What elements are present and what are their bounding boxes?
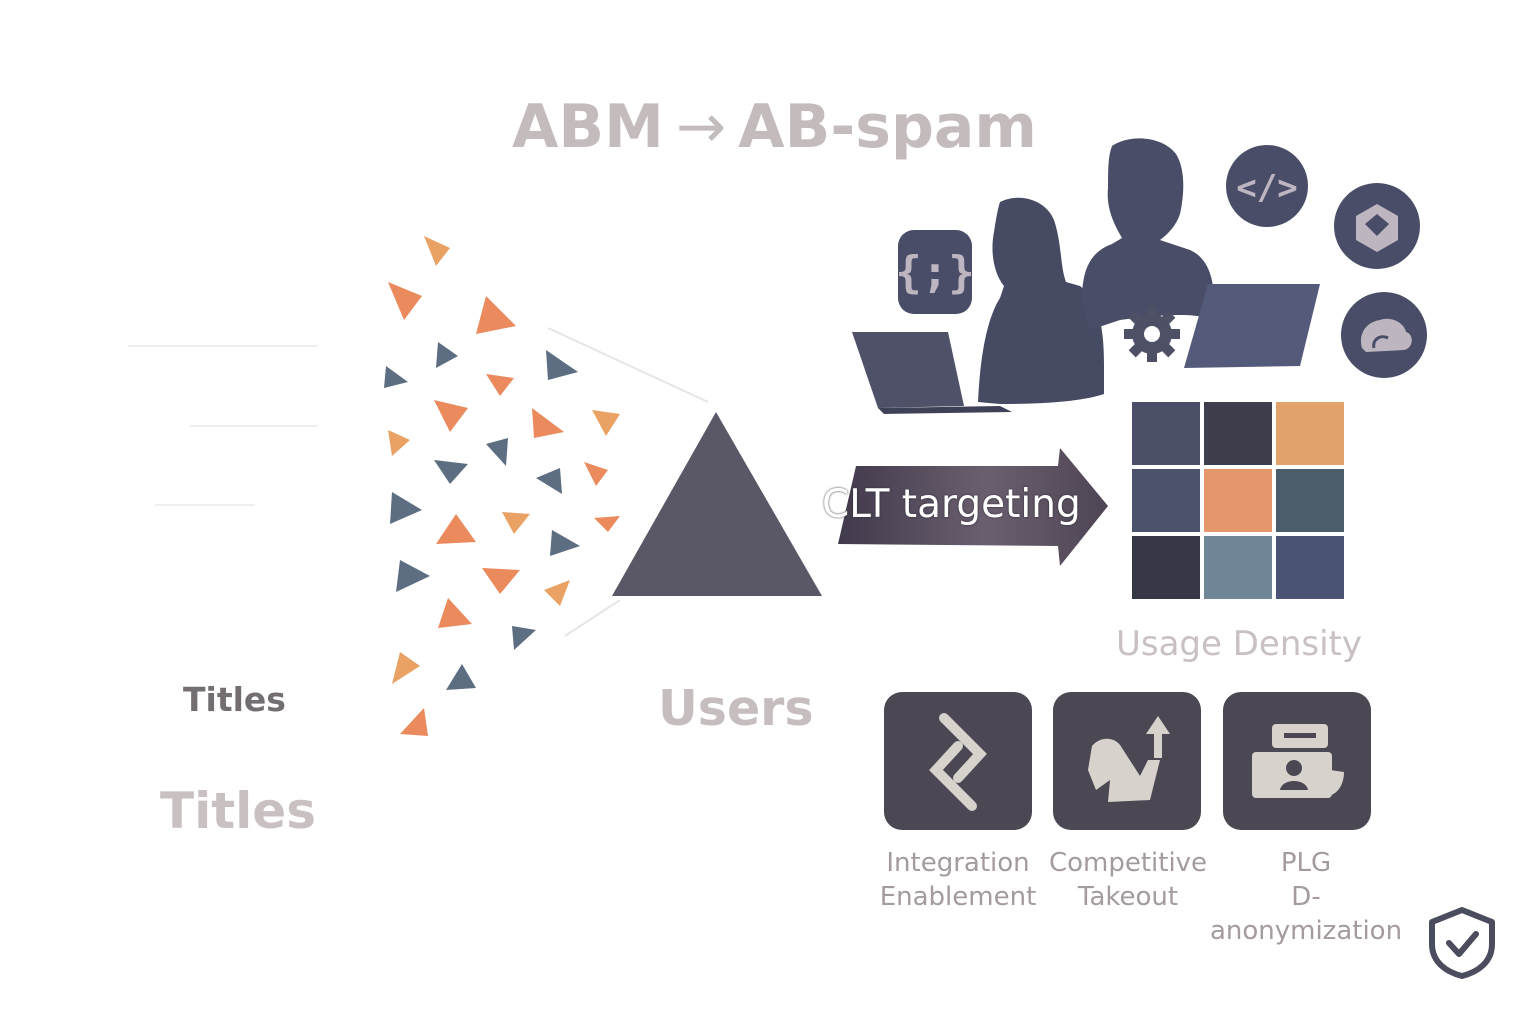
scattered-triangles [384,236,620,736]
takeout-tile [1053,692,1201,830]
triangle-mark [436,342,458,368]
usage-density-grid [1132,402,1344,599]
titles-label-large: Titles [160,782,316,840]
triangle-mark [400,708,428,736]
svg-text:{;}: {;} [895,247,974,298]
use-case-tiles [884,692,1371,830]
triangle-mark [584,462,608,486]
triangle-mark [384,366,408,388]
cloud-icon [1341,292,1427,378]
triangle-mark [476,296,516,334]
triangle-mark [550,530,580,556]
shield-check-icon [1429,907,1495,979]
title-right: AB-spam [738,92,1037,162]
page-title: ABM→AB-spam [512,92,1037,162]
triangle-mark [434,460,468,484]
density-cell [1276,402,1344,465]
triangle-mark [502,512,530,534]
person-man [1082,138,1214,330]
triangle-mark [388,430,410,456]
use-case-label-integration: Integration Enablement [868,846,1048,914]
users-label: Users [658,680,814,737]
link-icon [929,713,987,811]
use-case-label-takeout: Competitive Takeout [1040,846,1216,914]
density-cell [1204,469,1272,532]
triangle-mark [544,580,570,606]
density-cell [1132,402,1200,465]
plg-tile [1223,692,1371,830]
person-woman [978,197,1104,404]
triangle-mark [434,400,468,432]
svg-text:</>: </> [1236,168,1297,208]
triangle-mark [486,438,508,466]
triangle-mark [532,408,564,438]
titles-label-small: Titles [183,680,286,719]
triangle-mark [512,626,536,650]
density-cell [1204,536,1272,599]
use-case-line1: Competitive [1048,848,1208,878]
triangle-mark [594,516,620,532]
density-cell [1132,469,1200,532]
triangle-mark [390,492,422,524]
use-case-line1: PLG [1280,848,1332,878]
density-cell [1276,536,1344,599]
use-case-label-plg: PLG D-anonymization [1196,846,1416,948]
use-case-line2: D-anonymization [1209,882,1403,946]
triangle-mark [446,664,476,690]
triangle-mark [388,282,422,320]
gear-icon [1124,306,1180,362]
takeout-arrow-icon [1088,716,1170,802]
funnel-edges [547,327,709,637]
triangle-mark [536,468,562,494]
triangle-mark [482,568,520,594]
title-arrow: → [675,92,727,162]
use-case-line1: Integration [886,848,1030,878]
people-illustration [852,138,1320,414]
triangle-mark [436,514,476,544]
triangle-mark [396,560,430,592]
triangle-mark [438,598,472,628]
faint-lines [128,345,318,506]
triangle-mark [546,350,578,380]
triangle-mark [486,374,514,396]
cube-icon [1334,183,1420,269]
title-left: ABM [512,92,664,162]
triangle-mark [592,410,620,436]
use-case-line2: Takeout [1077,882,1179,912]
users-triangle [612,412,822,596]
id-badge-icon [1252,724,1344,798]
triangle-mark [392,652,420,684]
clt-targeting-label: CLT targeting [822,482,1081,527]
triangle-mark [424,236,450,266]
usage-density-label: Usage Density [1116,624,1363,664]
clt-arrow [838,448,1108,566]
code-braces-icon: {;} [895,230,975,314]
code-tag-icon: </> [1226,145,1308,227]
integration-tile [884,692,1032,830]
laptop-left [852,332,964,408]
density-cell [1276,469,1344,532]
density-cell [1204,402,1272,465]
density-cell [1132,536,1200,599]
use-case-line2: Enablement [879,882,1037,912]
laptop-right [1184,284,1320,368]
